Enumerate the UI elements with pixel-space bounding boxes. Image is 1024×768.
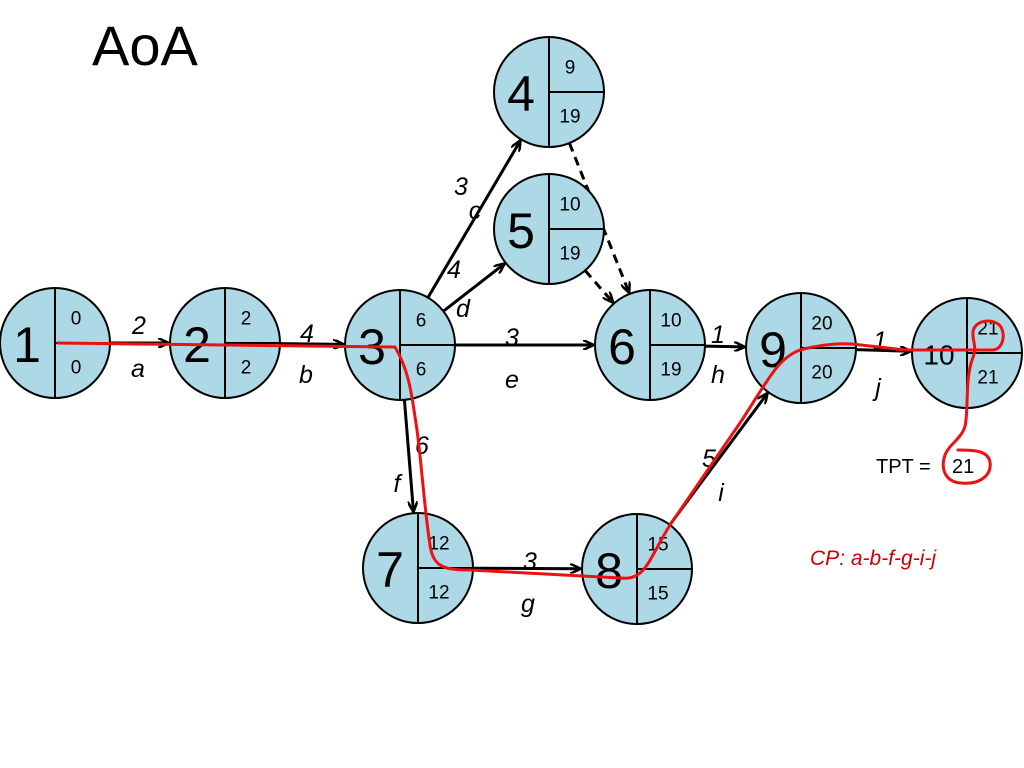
node-5: 5 10 19 [493,173,605,285]
activity-name-d: d [456,295,471,323]
activity-duration-h: 1 [711,321,725,349]
activity-arrow-f [402,399,413,511]
activity-duration-c: 3 [454,173,468,201]
node-6: 6 10 19 [594,289,706,401]
node-1: 1 0 0 [0,287,111,399]
node-latest-time: 2 [241,358,252,379]
node-latest-time: 19 [559,244,580,265]
activity-name-g: g [521,590,535,618]
node-earliest-time: 20 [811,314,832,335]
activity-duration-d: 4 [447,256,461,284]
activity-name-i: i [718,479,725,507]
activity-duration-g: 3 [523,548,537,576]
activity-name-f: f [394,470,404,498]
critical-path-sequence: : a-b-f-g-i-j [839,547,937,570]
activity-arrow-h [704,346,744,347]
node-earliest-time: 12 [428,534,449,555]
node-latest-time: 20 [811,363,832,384]
node-earliest-time: 0 [71,309,82,330]
node-7: 7 12 12 [362,512,474,624]
activity-duration-i: 5 [702,445,716,473]
activity-duration-a: 2 [131,312,146,340]
node-earliest-time: 2 [241,309,252,330]
node-number: 8 [595,543,623,599]
activity-name-h: h [711,361,725,389]
node-latest-time: 12 [428,583,449,604]
activity-name-j: j [872,374,882,402]
activity-name-b: b [299,361,313,389]
node-4: 4 9 19 [493,36,605,148]
tpt-value: 21 [952,456,974,478]
tpt-label: TPT = [876,456,931,478]
node-latest-time: 19 [660,360,681,381]
node-earliest-time: 10 [660,311,681,332]
node-latest-time: 19 [559,107,580,128]
activity-name-e: e [505,366,519,394]
critical-path-text: CP: a-b-f-g-i-j [810,547,937,570]
node-earliest-time: 6 [416,311,427,332]
activity-arrow-d [442,264,504,313]
dummy-arrow-5-6 [583,269,612,302]
node-number: 1 [13,317,41,373]
node-number: 6 [608,319,636,375]
critical-path-prefix: CP [810,547,839,570]
activity-duration-e: 3 [505,324,519,352]
node-number: 9 [759,322,787,378]
activity-duration-j: 1 [873,327,887,355]
node-number: 7 [376,542,404,598]
node-latest-time: 21 [977,368,998,389]
node-earliest-time: 21 [977,319,998,340]
node-latest-time: 0 [71,358,82,379]
activity-arrow-b [279,344,343,345]
node-number: 10 [923,340,954,371]
node-earliest-time: 9 [565,58,576,79]
activity-name-c: c [469,197,482,225]
node-earliest-time: 10 [559,195,580,216]
slide-title: AoA [92,14,198,77]
node-9: 9 20 20 [745,292,857,404]
node-latest-time: 15 [647,584,668,605]
activity-name-a: a [131,355,145,383]
node-number: 4 [507,66,535,122]
node-latest-time: 6 [416,360,427,381]
activity-arrow-c [426,141,520,299]
activity-duration-b: 4 [300,320,314,348]
critical-path-highlight [56,319,1005,580]
node-number: 5 [507,203,535,259]
